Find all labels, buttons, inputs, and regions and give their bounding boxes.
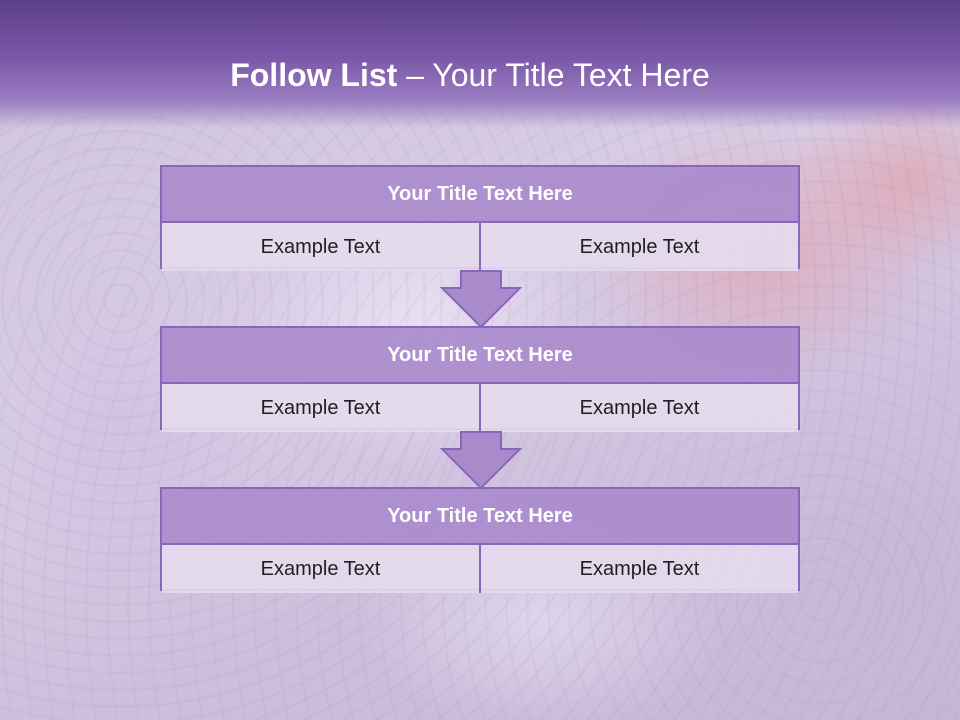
block-title: Your Title Text Here — [162, 328, 798, 384]
block-title: Your Title Text Here — [162, 167, 798, 223]
down-arrow-icon — [440, 270, 522, 328]
block-cell-right: Example Text — [479, 545, 798, 593]
title-bar — [0, 0, 960, 128]
list-block-3: Your Title Text Here Example Text Exampl… — [160, 487, 800, 593]
list-block-1: Your Title Text Here Example Text Exampl… — [160, 165, 800, 271]
block-cell-right: Example Text — [479, 384, 798, 432]
slide-title-bold: Follow List — [230, 57, 398, 93]
down-arrow-icon — [440, 431, 522, 489]
block-cell-right: Example Text — [479, 223, 798, 271]
slide-title-rest: – Your Title Text Here — [406, 57, 710, 93]
block-cell-left: Example Text — [162, 545, 479, 593]
slide-title: Follow List – Your Title Text Here — [0, 52, 940, 98]
list-block-2: Your Title Text Here Example Text Exampl… — [160, 326, 800, 432]
block-cell-left: Example Text — [162, 384, 479, 432]
block-title: Your Title Text Here — [162, 489, 798, 545]
block-cell-left: Example Text — [162, 223, 479, 271]
